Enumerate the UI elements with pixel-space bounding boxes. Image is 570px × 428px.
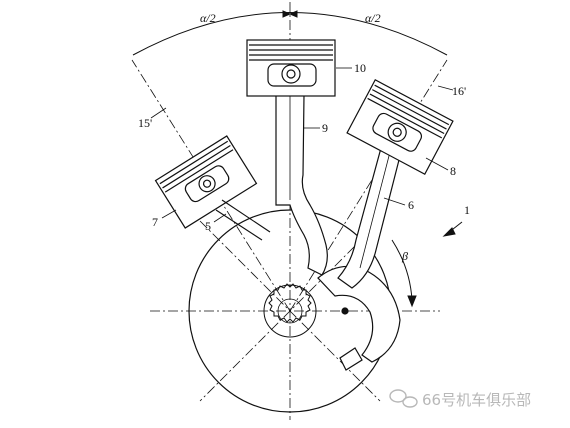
diag-axis-b — [199, 220, 381, 402]
label-16p: 16' — [452, 84, 466, 98]
piston-7 — [154, 135, 258, 229]
label-6: 6 — [408, 198, 414, 212]
label-alpha-left: α/2 — [200, 11, 216, 25]
connecting-rod-5 — [215, 199, 271, 241]
label-8: 8 — [450, 164, 456, 178]
label-10: 10 — [354, 61, 366, 75]
label-7: 7 — [152, 215, 158, 229]
connecting-rod-6 — [337, 147, 401, 289]
label-9: 9 — [322, 121, 328, 135]
rotation-arrow — [442, 221, 463, 237]
watermark: 66号机车俱乐部 — [389, 389, 531, 409]
beta-arrow — [391, 239, 417, 308]
label-alpha-right: α/2 — [365, 11, 381, 25]
watermark-text: 66号机车俱乐部 — [422, 391, 531, 409]
label-5: 5 — [205, 219, 211, 233]
label-1: 1 — [464, 203, 470, 217]
watermark-icon — [389, 389, 418, 408]
label-15p: 15' — [138, 116, 152, 130]
connecting-rod-9 — [275, 94, 328, 276]
leader-lines — [150, 67, 454, 223]
label-beta: β — [401, 249, 408, 263]
piston-10 — [246, 39, 336, 97]
labels: α/2 α/2 10 9 16' 15' 8 6 7 5 1 β — [138, 11, 470, 263]
piston-8 — [346, 79, 454, 175]
alpha-arc — [132, 10, 448, 56]
